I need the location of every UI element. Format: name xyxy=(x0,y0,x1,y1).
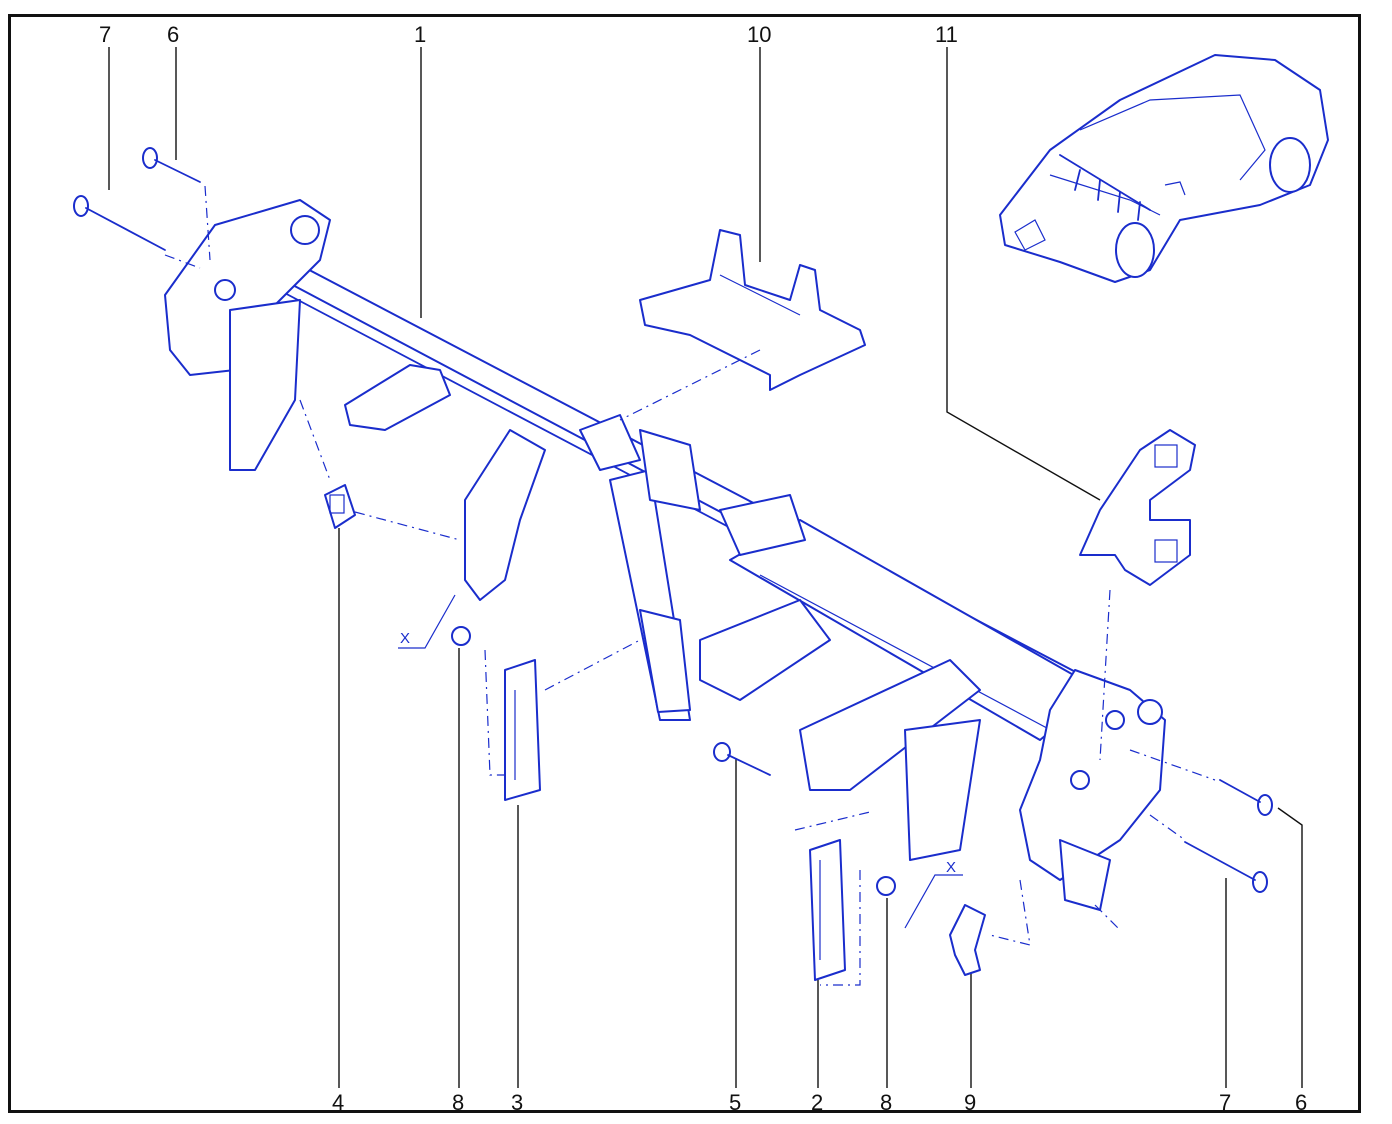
bolt-7-left xyxy=(73,195,166,251)
part-10-bracket xyxy=(639,229,866,391)
bolt-7-right xyxy=(1184,841,1268,893)
bolt-6-right xyxy=(1219,779,1273,816)
callout-11: 11 xyxy=(935,22,958,47)
callout-2: 2 xyxy=(811,1090,823,1115)
callout-6-bottom: 6 xyxy=(1295,1090,1307,1115)
right-end-bracket xyxy=(1019,669,1166,911)
callout-8-right: 8 xyxy=(880,1090,892,1115)
callout-8-left: 8 xyxy=(452,1090,464,1115)
callout-5: 5 xyxy=(729,1090,741,1115)
clearance-marker-left: X xyxy=(398,594,456,649)
vehicle-inset xyxy=(999,54,1329,283)
nut-8-left xyxy=(451,626,471,646)
assembly-lines xyxy=(164,185,1216,986)
callouts-bottom: 4 8 3 5 2 8 9 7 6 xyxy=(332,1090,1307,1115)
callout-7-bottom: 7 xyxy=(1219,1090,1231,1115)
left-end-bracket xyxy=(164,199,331,471)
part-2-bracket xyxy=(809,839,846,981)
callout-6-top: 6 xyxy=(167,22,179,47)
callout-3: 3 xyxy=(511,1090,523,1115)
marker-right-label: X xyxy=(946,859,956,876)
cross-beam xyxy=(254,251,1111,861)
callout-9: 9 xyxy=(964,1090,976,1115)
nut-8-right xyxy=(876,876,896,896)
callouts-top: 7 6 1 10 11 xyxy=(99,22,958,47)
callout-4: 4 xyxy=(332,1090,344,1115)
bolt-5 xyxy=(713,742,771,776)
clearance-marker-right: X xyxy=(904,859,963,929)
part-9-fitting xyxy=(949,904,986,976)
callout-7-top: 7 xyxy=(99,22,111,47)
part-3-bracket xyxy=(504,659,541,801)
leader-lines xyxy=(108,47,1303,1088)
callout-10: 10 xyxy=(747,22,771,47)
part-4-clip xyxy=(324,484,356,529)
left-lower-brace xyxy=(464,429,546,601)
marker-left-label: X xyxy=(400,630,410,647)
callout-1: 1 xyxy=(414,22,426,47)
part-11-gusset xyxy=(1079,429,1196,586)
bolt-6-left xyxy=(142,147,201,183)
